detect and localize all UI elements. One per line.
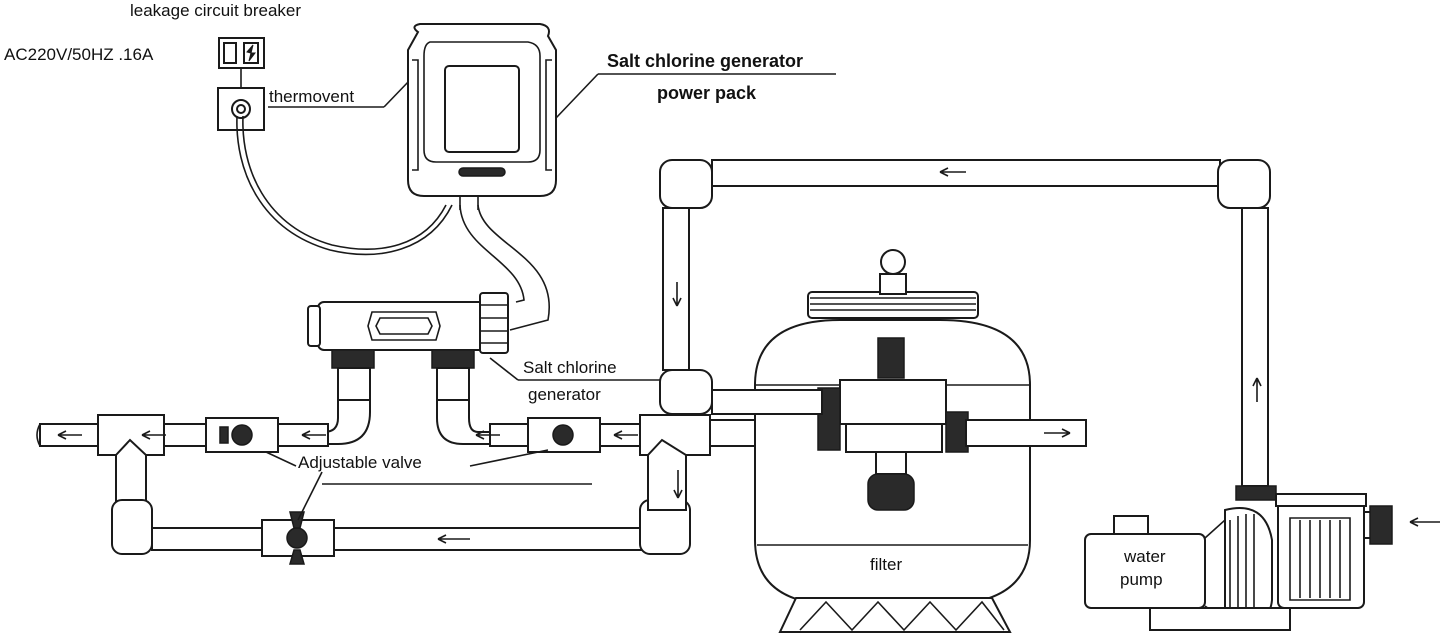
pump-label-line1: water (1123, 547, 1166, 566)
generator-cable-2 (477, 204, 551, 331)
leakage-breaker-label: leakage circuit breaker (130, 1, 301, 20)
flow-arrows-return (672, 167, 1262, 402)
pump-label-line2: pump (1120, 570, 1163, 589)
valve-leader-3 (297, 471, 323, 521)
return-loop-piping (659, 159, 1271, 487)
flow-arrows-bypass (57, 430, 683, 544)
flow-arrow-pump-inlet (1409, 517, 1440, 527)
power-pack-label-line1: Salt chlorine generator (607, 51, 803, 71)
leakage-breaker-icon (218, 37, 265, 88)
adjustable-valve-label: Adjustable valve (298, 453, 422, 472)
power-pack-unit (407, 23, 557, 210)
power-pack-leader-diag (555, 73, 599, 119)
filter-label: filter (870, 555, 902, 574)
generator-label-line2: generator (528, 385, 601, 404)
bypass-piping (36, 367, 823, 565)
valve-leader-2 (469, 449, 549, 467)
generator-label-line1: Salt chlorine (523, 358, 617, 377)
water-pump (1084, 485, 1393, 631)
generator-cable-1 (459, 204, 525, 303)
valve-leader-1 (265, 451, 297, 467)
salt-chlorine-generator-cell (307, 292, 509, 369)
sand-filter-tank (754, 249, 1031, 633)
flow-arrow-outlet (1044, 428, 1071, 438)
thermovent-label: thermovent (269, 87, 354, 106)
generator-leader-diag (489, 357, 519, 381)
thermovent-leader-diag (383, 79, 411, 108)
power-pack-label-line2: power pack (657, 83, 757, 103)
power-spec-label: AC220V/50HZ .16A (4, 45, 154, 64)
thermovent-socket-icon (217, 87, 453, 256)
